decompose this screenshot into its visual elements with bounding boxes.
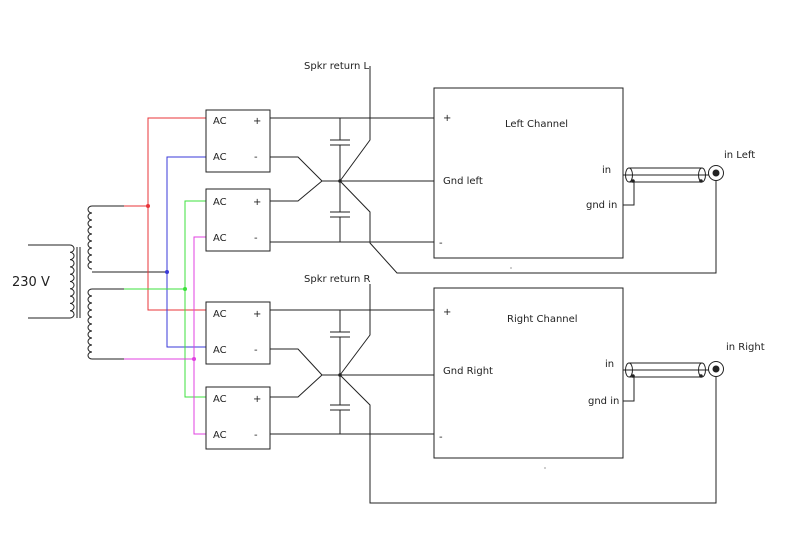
rectifier-1 xyxy=(205,109,271,173)
left-input-jack[interactable] xyxy=(708,165,724,181)
ac-wiring xyxy=(124,117,206,435)
rectifier-labels: AC + AC - AC + AC - AC + AC - AC + AC - xyxy=(213,116,261,441)
rectifier-minus-label: - xyxy=(254,345,258,356)
green-wire-lower xyxy=(184,289,206,398)
right-input-jack-label: in Right xyxy=(726,342,765,353)
rectifier-ac-label: AC xyxy=(213,116,227,127)
right-amp-plus-label: + xyxy=(443,307,451,318)
blue-wire-lower xyxy=(166,272,206,348)
right-amp-title: Right Channel xyxy=(507,314,578,325)
right-supply-wiring xyxy=(270,284,717,504)
red-wire-lower xyxy=(147,206,206,311)
transformer xyxy=(28,205,167,360)
rectifier-minus-label: - xyxy=(254,233,258,244)
left-amp-minus-label: - xyxy=(439,238,443,249)
left-input-jack-label: in Left xyxy=(724,150,755,161)
left-amp-gnd-label: Gnd left xyxy=(443,176,483,187)
left-amp-title: Left Channel xyxy=(505,119,568,130)
right-amp-minus-label: - xyxy=(439,432,443,443)
rectifier-minus-label: - xyxy=(254,430,258,441)
stray-dot xyxy=(510,267,512,269)
green-wire xyxy=(124,200,206,290)
left-supply-wiring xyxy=(270,66,717,274)
rectifier-4 xyxy=(205,386,271,450)
right-amp-in-label: in xyxy=(605,359,614,370)
rectifier-3 xyxy=(205,301,271,365)
magenta-wire-lower xyxy=(193,359,206,435)
rectifier-plus-label: + xyxy=(253,116,261,127)
left-amp-block: + Left Channel Gnd left - in gnd in xyxy=(433,87,624,259)
primary-voltage-label: 230 V xyxy=(12,275,50,290)
right-input-cable xyxy=(623,362,710,402)
blue-wire xyxy=(166,156,206,272)
ac-junction-dots xyxy=(146,204,196,361)
rectifier-2 xyxy=(205,188,271,252)
left-ground-node xyxy=(338,179,342,183)
spkr-return-right-label: Spkr return R xyxy=(304,274,371,285)
rectifier-blocks xyxy=(205,109,271,450)
right-ground-node xyxy=(338,373,342,377)
right-amp-gnd-label: Gnd Right xyxy=(443,366,493,377)
rectifier-plus-label: + xyxy=(253,394,261,405)
left-amp-in-label: in xyxy=(602,165,611,176)
rectifier-ac-label: AC xyxy=(213,430,227,441)
left-cable-dot xyxy=(699,179,703,183)
stray-dot xyxy=(544,467,546,469)
rectifier-minus-label: - xyxy=(254,152,258,163)
primary-coil xyxy=(69,244,75,319)
right-amp-gnd-in-label: gnd in xyxy=(588,396,619,407)
rectifier-ac-label: AC xyxy=(213,394,227,405)
left-amp-plus-label: + xyxy=(443,113,451,124)
rectifier-plus-label: + xyxy=(253,309,261,320)
rectifier-ac-label: AC xyxy=(213,233,227,244)
red-wire xyxy=(124,117,206,207)
right-input-jack[interactable] xyxy=(708,361,724,377)
rectifier-ac-label: AC xyxy=(213,197,227,208)
left-cable-dot xyxy=(631,179,635,183)
secondary-coil-1 xyxy=(87,205,93,270)
rectifier-plus-label: + xyxy=(253,197,261,208)
rectifier-ac-label: AC xyxy=(213,152,227,163)
rectifier-ac-label: AC xyxy=(213,345,227,356)
secondary-coil-2 xyxy=(87,288,93,360)
magenta-wire xyxy=(124,236,206,360)
right-cable-dot xyxy=(699,374,703,378)
left-amp-gnd-in-label: gnd in xyxy=(586,200,617,211)
spkr-return-left-label: Spkr return L xyxy=(304,61,370,72)
right-cable-dot xyxy=(631,374,635,378)
left-input-cable xyxy=(623,167,710,206)
right-amp-block: + Right Channel Gnd Right - in gnd in xyxy=(433,287,624,459)
rectifier-ac-label: AC xyxy=(213,309,227,320)
